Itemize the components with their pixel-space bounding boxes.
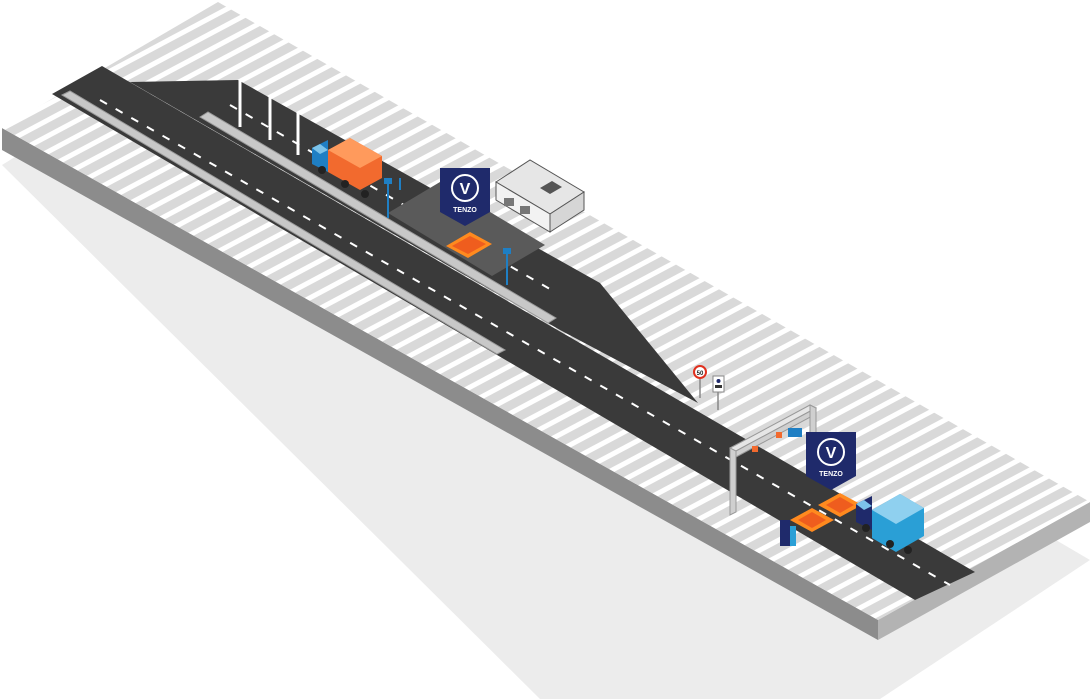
brand-badge-2: V TENZO	[806, 432, 856, 490]
ground-side-left	[2, 128, 878, 640]
sensor-post-1	[384, 178, 392, 218]
speed-limit-sign-icon: 50	[693, 365, 707, 398]
weighbridge-pad-wim-1-inner	[798, 512, 826, 528]
barrier-icon	[780, 520, 796, 546]
brand-badge-2-text: TENZO	[819, 471, 843, 478]
brand-badge-1-text: TENZO	[453, 207, 477, 214]
brand-badge-2-glyph: V	[826, 445, 837, 462]
weigh-office-building-icon	[495, 159, 585, 233]
parking-bay-lines	[238, 80, 300, 155]
ground-side-right	[878, 502, 1090, 640]
weighbridge-pad-static-inner	[452, 236, 486, 254]
speed-limit-value: 50	[697, 371, 704, 377]
truck-red-icon	[312, 138, 382, 198]
brand-badge-1-glyph: V	[460, 181, 471, 198]
brand-badge-1: V TENZO	[440, 168, 490, 226]
sensor-post-3	[503, 248, 511, 285]
road-divider-upper	[199, 111, 557, 324]
weighbridge-pad-wim-2-inner	[826, 497, 854, 513]
road-divider-lower	[60, 90, 507, 355]
camera-icon	[752, 428, 802, 452]
truck-blue-icon	[856, 494, 924, 554]
info-sign-icon	[712, 375, 725, 410]
lane-marking-main	[99, 99, 951, 586]
